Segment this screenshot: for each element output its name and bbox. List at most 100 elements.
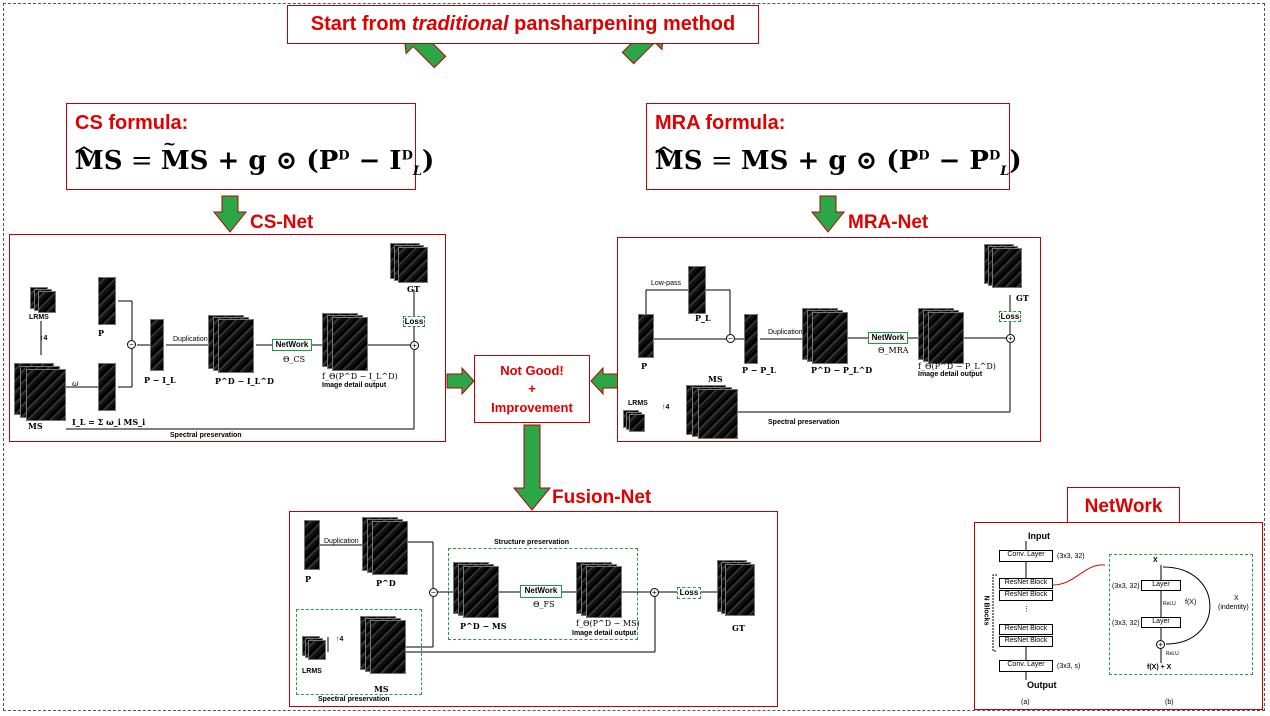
network-title: NetWork — [1084, 496, 1163, 517]
mra-fout-label: f_Θ(P^D − P_L^D) — [918, 362, 996, 371]
mra-minus-node: − — [726, 334, 735, 343]
cs-p-minus-il-label: P − I_L — [144, 375, 176, 385]
mra-gt-label: GT — [1016, 293, 1029, 303]
cs-up-label: ↑4 — [40, 335, 48, 342]
mra-up-label: ↑4 — [662, 404, 670, 411]
mra-pd-pl-label: P^D − P_L^D — [811, 365, 873, 375]
fusion-p-label: P — [305, 574, 312, 584]
net-input-label: Input — [1028, 531, 1050, 541]
net-b-label: (b) — [1165, 699, 1174, 706]
fusion-gt-label: GT — [732, 623, 745, 633]
header-title: Start from traditional pansharpening met… — [310, 13, 736, 35]
cs-loss-box: Loss — [403, 316, 425, 327]
net-output-label: Output — [1027, 680, 1057, 690]
cs-minus-node: − — [127, 340, 136, 349]
fusion-theta-label: Θ_FS — [533, 600, 555, 609]
cs-lines — [40, 290, 415, 430]
net-res3: ResNet Block — [999, 624, 1053, 635]
net-conv1: Conv. Layer — [999, 550, 1053, 562]
net-a-label: (a) — [1021, 699, 1030, 706]
net-identity-x: X — [1234, 595, 1239, 602]
network-diagram: Input Conv. Layer (3x3, 32) ResNet Block… — [974, 522, 1263, 710]
fusion-detail-label: Image detail output — [572, 630, 637, 637]
net-relu1: ReLU — [1163, 601, 1176, 607]
arrow-mra-down — [810, 195, 846, 233]
mra-net-label: MRA-Net — [848, 212, 929, 233]
mra-p-minus-pl-label: P − P_L — [742, 365, 776, 375]
cs-net-diagram: LRMS ↑4 MS P ω I_L = Σ ω_i MS_i − P − I_… — [9, 234, 446, 442]
net-x-label: X — [1153, 557, 1158, 564]
mra-spectral-label: Spectral preservation — [768, 419, 840, 426]
header-box: Start from traditional pansharpening met… — [287, 5, 759, 44]
cs-ms-label: MS — [28, 421, 43, 431]
arrow-cs-down — [212, 195, 248, 233]
net-lines — [992, 541, 1211, 680]
not-good-line2: + — [528, 381, 536, 396]
mra-formula-title: MRA formula: — [655, 112, 786, 134]
fusion-spectral-label: Spectral preservation — [318, 696, 390, 703]
net-layer2-params: (3x3, 32) — [1112, 620, 1140, 627]
fusion-pd-ms-label: P^D − MS — [460, 621, 507, 631]
fusion-pd-label: P^D — [376, 578, 396, 588]
net-conv2-params: (3x3, s) — [1057, 663, 1081, 670]
net-res1: ResNet Block — [999, 578, 1053, 589]
not-good-line3: Improvement — [491, 400, 573, 415]
fusion-minus-node: − — [429, 588, 438, 597]
net-res2: ResNet Block — [999, 590, 1053, 601]
fusion-lines — [320, 541, 717, 653]
fusion-lrms-label: LRMS — [302, 668, 322, 675]
net-sum-label: f(X) + X — [1147, 664, 1172, 671]
cs-spectral-label: Spectral preservation — [170, 432, 242, 439]
cs-plus-node: + — [410, 341, 419, 350]
arrow-fusion-down — [512, 424, 552, 511]
net-res4: ResNet Block — [999, 636, 1053, 647]
not-good-line1: Not Good! — [500, 363, 564, 378]
fusion-structure-box — [448, 548, 638, 640]
cs-omega-label: ω — [72, 379, 79, 388]
cs-fout-label: f_Θ(P^D − I_L^D) — [322, 372, 398, 381]
net-fx-label: f(X) — [1185, 599, 1197, 606]
cs-p-label: P — [98, 328, 105, 338]
fusion-plus-node: + — [650, 588, 659, 597]
mra-theta-label: Θ_MRA — [878, 346, 909, 355]
cs-gt-label: GT — [407, 284, 420, 294]
cs-pd-il-label: P^D − I_L^D — [215, 376, 274, 386]
net-plus-node: + — [1156, 640, 1165, 649]
cs-net-label: CS-Net — [250, 212, 314, 233]
cs-formula-box: CS formula: ︿MS = ~MS + g ⊙ (PD − IDL) — [66, 103, 434, 190]
fusion-net-diagram: P Duplication P^D Structure preservation… — [289, 511, 778, 707]
net-conv1-params: (3x3, 32) — [1057, 553, 1085, 560]
arrow-cs-right — [446, 366, 475, 396]
fusion-up-label: ↑4 — [336, 636, 344, 643]
cs-formula-title: CS formula: — [75, 112, 189, 134]
cs-il-label: I_L = Σ ω_i MS_i — [72, 417, 146, 427]
mra-lines — [645, 289, 1011, 413]
mra-net-diagram: Low-pass P_L P − P − P_L Duplication P^D… — [617, 237, 1041, 442]
cs-detail-label: Image detail output — [322, 382, 387, 389]
net-layer1-params: (3x3, 32) — [1112, 583, 1140, 590]
mra-duplication-label: Duplication — [768, 329, 803, 336]
fusion-network-box: NetWork — [520, 585, 562, 598]
mra-p-label: P — [641, 361, 648, 371]
net-layer1: Layer — [1141, 580, 1181, 591]
mra-loss-box: Loss — [999, 311, 1021, 322]
mra-plus-node: + — [1006, 334, 1015, 343]
mra-detail-label: Image detail output — [918, 371, 983, 378]
outer-dashed-frame — [3, 3, 1265, 711]
cs-duplication-label: Duplication — [173, 336, 208, 343]
cs-lrms-label: LRMS — [29, 314, 49, 321]
net-relu2: ReLU — [1166, 651, 1179, 657]
net-dots: ⋮ — [1023, 606, 1030, 613]
mra-ms-label: MS — [708, 374, 723, 384]
fusion-net-label: Fusion-Net — [552, 487, 652, 508]
mra-formula-box: MRA formula: ︿MS = MS + g ⊙ (PD − PDL) — [646, 103, 1022, 190]
net-resblock-detail — [1109, 554, 1253, 675]
fusion-duplication-label: Duplication — [324, 538, 359, 545]
not-good-box: Not Good! + Improvement — [474, 355, 590, 423]
cs-network-box: NetWork — [272, 339, 312, 351]
arrow-mra-left — [590, 366, 619, 396]
mra-pl-label: P_L — [695, 313, 711, 323]
net-layer2: Layer — [1141, 617, 1181, 628]
network-title-box: NetWork — [1067, 487, 1180, 523]
cs-theta-label: Θ_CS — [283, 355, 306, 364]
